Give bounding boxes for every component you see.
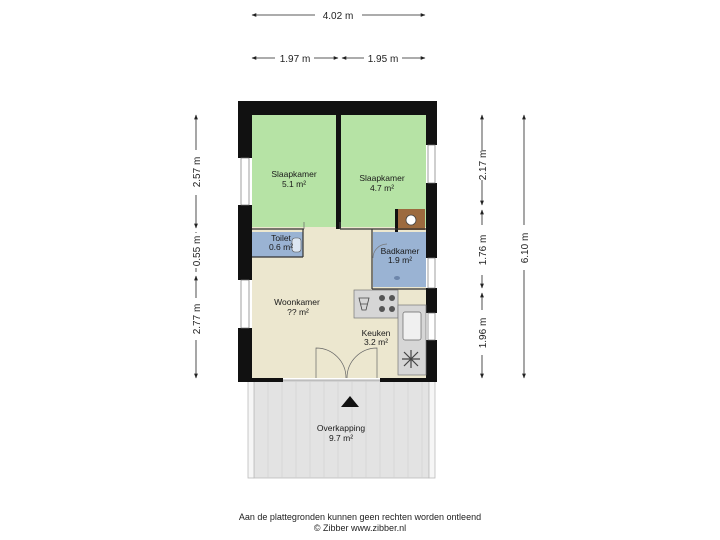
dimension-lines: [194, 13, 526, 379]
dim-width-left: 1.97 m: [280, 54, 311, 65]
terrace-name: Overkapping: [317, 423, 365, 433]
toilet-name: Toilet: [271, 233, 291, 243]
dim-total-depth: 6.10 m: [520, 233, 531, 264]
walls: [238, 101, 437, 382]
doors: [303, 222, 388, 379]
bedroom-left-area: 5.1 m²: [282, 179, 306, 189]
sink-icon: [402, 311, 422, 341]
dim-right-middle: 1.76 m: [478, 235, 489, 266]
terrace-area-label: 9.7 m²: [329, 433, 353, 443]
shower-drain-icon: [394, 276, 400, 280]
copyright-link[interactable]: © Zibber www.zibber.nl: [313, 523, 407, 533]
bedroom-left-fill: [252, 115, 336, 227]
disclaimer-text: Aan de plattegronden kunnen geen rechten…: [238, 512, 482, 522]
bathroom-name: Badkamer: [381, 246, 420, 256]
dimension-labels: 4.02 m 1.97 m 1.95 m 2.57 m 0.55 m 2.77 …: [192, 11, 531, 348]
bedroom-right-fill: [341, 115, 426, 227]
bathroom-area: 1.9 m²: [388, 255, 412, 265]
dim-width-right: 1.95 m: [368, 54, 399, 65]
living-name: Woonkamer: [274, 297, 320, 307]
toilet-area: 0.6 m²: [269, 242, 293, 252]
dim-right-bottom: 1.96 m: [478, 318, 489, 349]
windows: [240, 144, 436, 341]
terrace-area: [247, 380, 436, 479]
shaft-fixture-icon: [405, 214, 417, 226]
room-labels: Slaapkamer 5.1 m² Slaapkamer 4.7 m² Toil…: [269, 169, 420, 443]
toilet-fixture-icon: [291, 237, 302, 253]
dim-total-width: 4.02 m: [323, 11, 354, 22]
entrance-arrow-icon: [341, 396, 359, 407]
dim-left-middle: 0.55 m: [192, 236, 203, 267]
dim-left-bottom: 2.77 m: [192, 304, 203, 335]
stove-icon: [379, 295, 395, 312]
fan-icon: [402, 350, 420, 368]
dishes-icon: [358, 297, 370, 311]
kitchen-name: Keuken: [362, 328, 391, 338]
dim-right-top: 2.17 m: [478, 150, 489, 181]
dim-left-top: 2.57 m: [192, 157, 203, 188]
kitchen-area: 3.2 m²: [364, 337, 388, 347]
bedroom-right-name: Slaapkamer: [359, 173, 405, 183]
bedroom-right-area: 4.7 m²: [370, 183, 394, 193]
bedroom-left-name: Slaapkamer: [271, 169, 317, 179]
living-area: ?? m²: [287, 307, 309, 317]
fixtures: [291, 214, 427, 376]
interior-walls: [252, 228, 426, 381]
room-fills: [252, 115, 426, 378]
